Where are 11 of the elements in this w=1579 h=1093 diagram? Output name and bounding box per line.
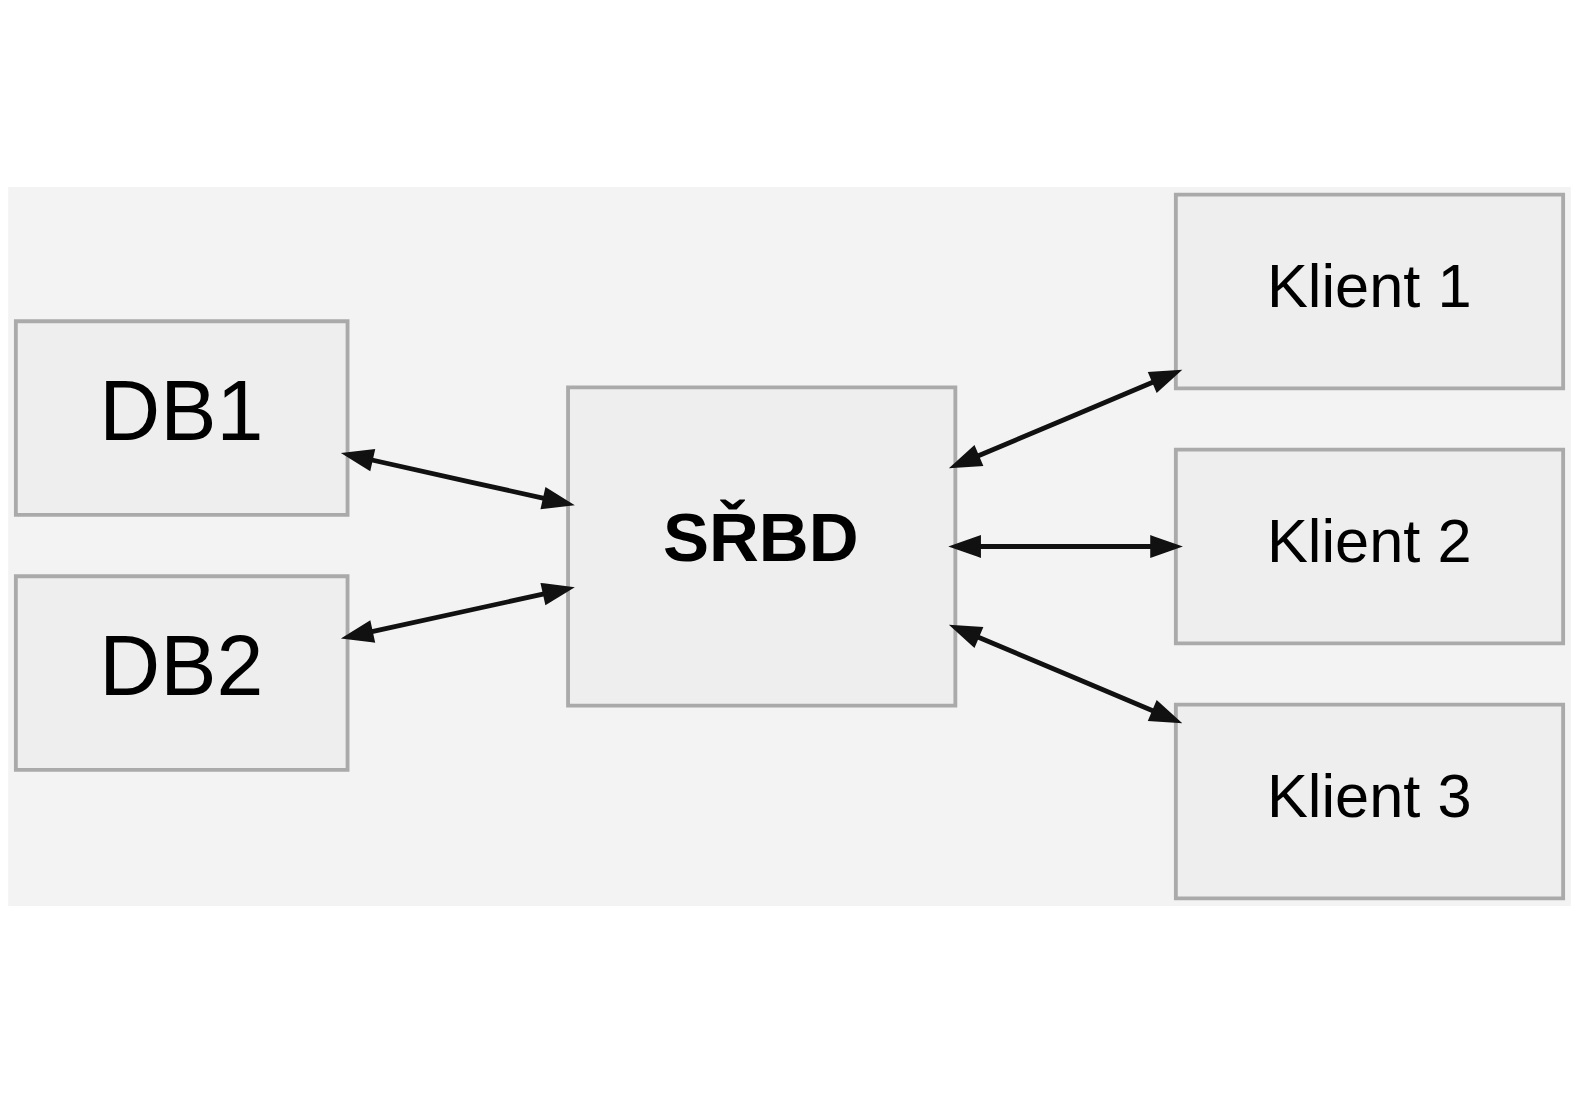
node-box: DB2 — [13, 574, 350, 772]
node-box: DB1 — [13, 319, 350, 517]
arrow — [948, 535, 1183, 558]
arrow — [948, 369, 1183, 469]
node-box: SŘBD — [566, 385, 958, 708]
arrow — [340, 449, 575, 510]
arrow — [340, 582, 575, 643]
node-box: Klient 3 — [1173, 702, 1566, 901]
node-box: Klient 2 — [1173, 447, 1566, 646]
node-box: Klient 1 — [1173, 192, 1566, 391]
arrow — [948, 624, 1183, 724]
